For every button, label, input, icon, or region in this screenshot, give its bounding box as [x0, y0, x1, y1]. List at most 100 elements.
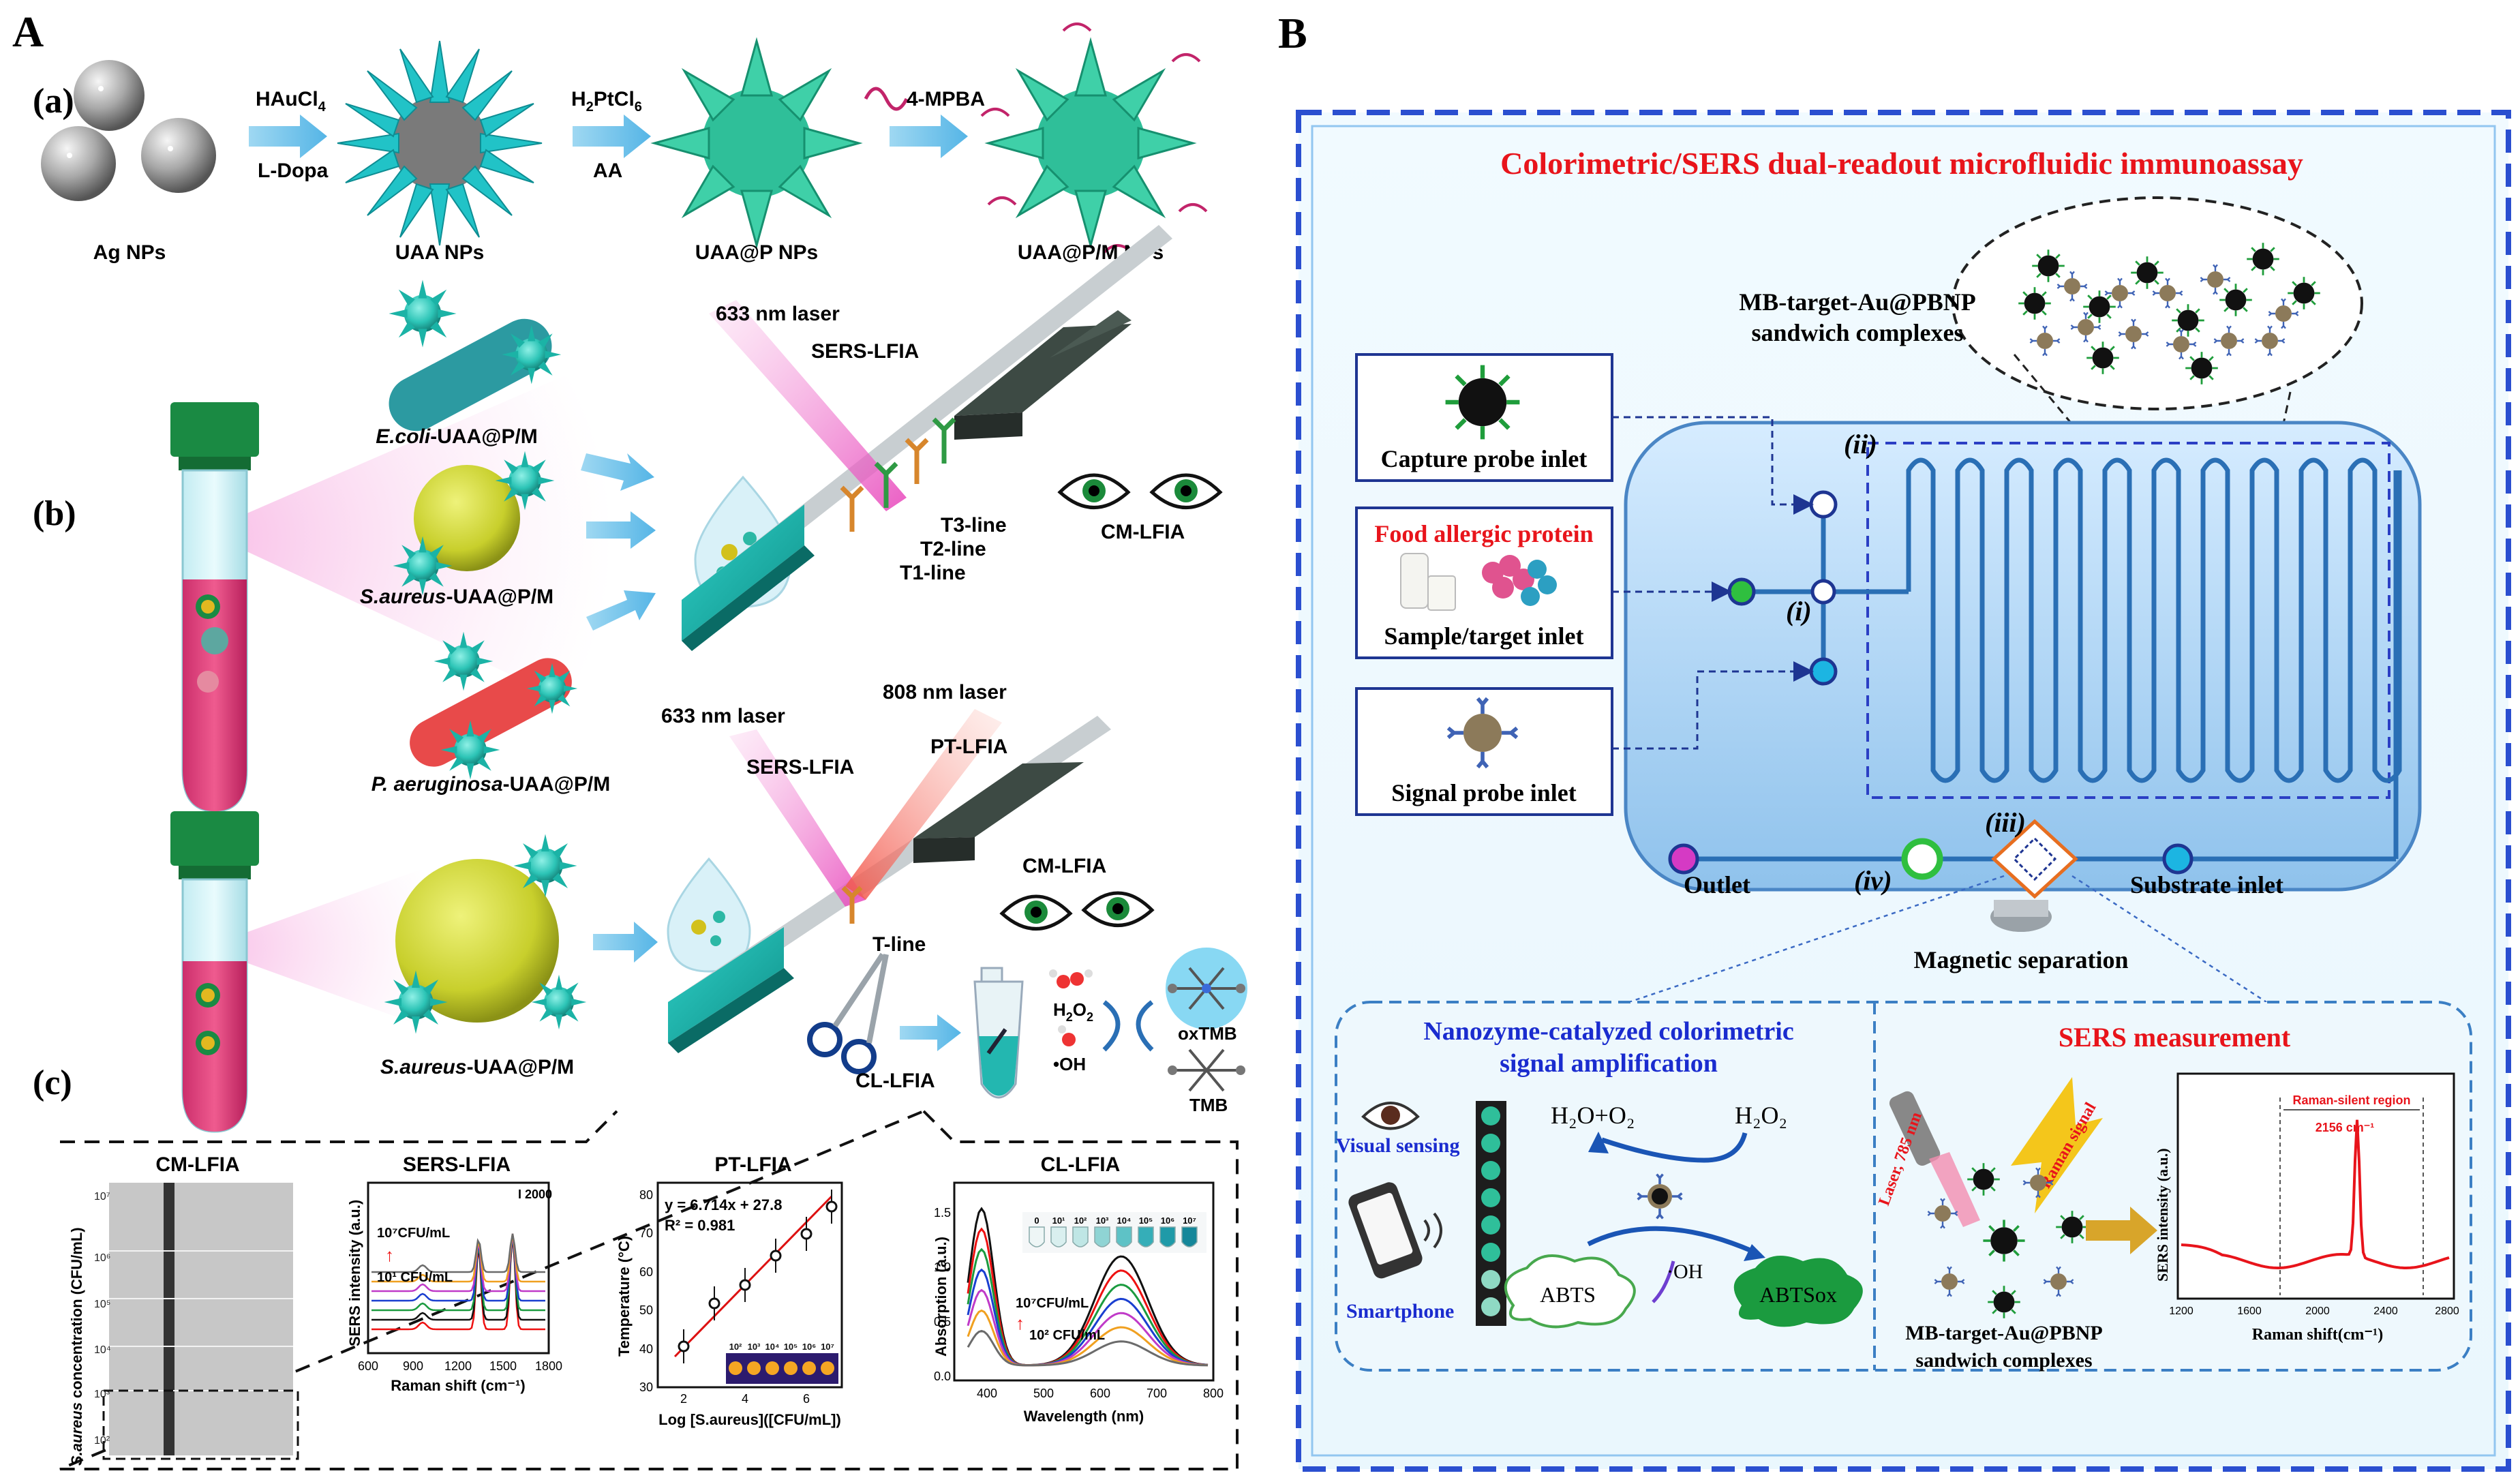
- label-cm-lower: CM-LFIA: [1022, 855, 1106, 877]
- cm-tick: 10³: [94, 1389, 110, 1400]
- cl-vial-label: 10⁶: [1161, 1215, 1174, 1226]
- panel-a-letter: A: [12, 7, 44, 56]
- raman-spectrum-chart: Raman-silent region 2156 cm⁻¹ SERS inten…: [2154, 1072, 2459, 1344]
- abts-cloud: [1504, 1254, 1636, 1329]
- capture-probe-icon: [1966, 1162, 2001, 1197]
- scissors-icon: [807, 952, 889, 1074]
- complex-label-2: sandwich complexes: [1751, 319, 1963, 346]
- capture-inlet-box: [1355, 353, 1613, 482]
- capture-probe-icon: [2245, 241, 2281, 277]
- capture-probe-icon: [2017, 286, 2052, 321]
- cl-vial: [1138, 1226, 1154, 1247]
- sers-curve: [371, 1233, 545, 1292]
- color-well-strip: [1476, 1101, 1506, 1326]
- complex-label-1: MB-target-Au@PBNP: [1739, 288, 1975, 316]
- eyes-icon-top: [1057, 473, 1223, 509]
- droplet-lower: [667, 857, 751, 973]
- complex2-label-1: MB-target-Au@PBNP: [1905, 1322, 2103, 1344]
- label-abts: ABTS: [1540, 1282, 1596, 1307]
- cl-ytick: 1.0: [934, 1260, 951, 1274]
- pt-ytick: 50: [639, 1303, 653, 1317]
- cl-vial: [1094, 1226, 1110, 1247]
- pt-xtick: 6: [803, 1392, 810, 1406]
- label-capture-inlet: Capture probe inlet: [1381, 445, 1588, 472]
- pt-xtick: 4: [742, 1392, 748, 1406]
- sers-label-bottom: 10¹ CFU/mL: [377, 1270, 453, 1285]
- raman-xtick: 2800: [2435, 1305, 2459, 1317]
- zoom-lines-c: [59, 1109, 1239, 1470]
- cl-xtick: 400: [977, 1387, 997, 1400]
- pt-xticks: 2 4 6: [680, 1392, 810, 1406]
- sers-curve: [371, 1233, 545, 1273]
- pt-lfia-chart: PT-LFIA y = 6.714x + 27.8 R² = 0.981 10²…: [616, 1153, 843, 1428]
- cm-lfia-chart: CM-LFIA S.aureus concentration (CFU/mL) …: [68, 1153, 299, 1466]
- label-pt-lower: PT-LFIA: [930, 736, 1007, 758]
- sers-ylabel: SERS intensity (a.u.): [346, 1200, 363, 1346]
- arrow-step2: [573, 115, 651, 158]
- cm-tick: 10⁴: [94, 1344, 111, 1356]
- serpentine-channel: [1906, 457, 2402, 783]
- pt-point: [678, 1340, 690, 1352]
- sers-xtick: 1200: [444, 1359, 472, 1373]
- arrow-step3: [864, 87, 968, 158]
- capture-probe-icon: [2286, 275, 2322, 311]
- thermal-label: 10⁵: [784, 1342, 798, 1352]
- thermal-label: 10²: [729, 1342, 742, 1352]
- cl-vial: [1116, 1226, 1132, 1247]
- laser-beam-633-lower: [729, 729, 866, 907]
- cl-vial: [1050, 1226, 1067, 1247]
- cl-vial-label: 10⁴: [1117, 1215, 1132, 1226]
- thermal-label: 10⁴: [765, 1342, 780, 1352]
- cl-curve: [967, 1268, 1209, 1367]
- cl-xtick: 700: [1147, 1387, 1167, 1400]
- junction: [1810, 579, 1836, 605]
- cl-vial-label: 10⁵: [1139, 1215, 1153, 1226]
- chip-base-shadow: [1990, 900, 2052, 932]
- cl-curve: [967, 1309, 1209, 1367]
- cl-vial-label: 10²: [1074, 1215, 1087, 1226]
- sers-title-b: SERS measurement: [2059, 1022, 2291, 1053]
- cm-tick: 10⁶: [94, 1252, 110, 1264]
- label-oxtmb: oxTMB: [1178, 1023, 1237, 1044]
- pt-title: PT-LFIA: [714, 1153, 791, 1176]
- cl-vial-label: 10⁷: [1183, 1215, 1196, 1226]
- substrate-port: [2162, 843, 2193, 875]
- saureus-conjugate-2: [384, 834, 587, 1034]
- cm-ticks: 10⁷ 10⁶ 10⁵ 10⁴ 10³ 10²: [94, 1191, 111, 1447]
- label-uaa-p-nps: UAA@P NPs: [695, 241, 818, 264]
- label-t2: T2-line: [920, 538, 986, 560]
- sers-title: SERS-LFIA: [403, 1153, 511, 1176]
- capture-probe-icon: [1986, 1284, 2022, 1320]
- arrow-to-spectrum: [2086, 1207, 2157, 1254]
- signal-inlet-box: [1355, 687, 1613, 816]
- oxtmb-molecule: [1166, 948, 1247, 1029]
- pt-point: [739, 1279, 751, 1291]
- capture-probe-icon: [1982, 1218, 2026, 1263]
- sers-xtick: 600: [358, 1359, 378, 1373]
- sample-tube-1: [170, 354, 613, 813]
- raman-xtick: 1200: [2169, 1305, 2193, 1317]
- cl-ytick: 0.0: [934, 1370, 951, 1383]
- raman-xtick: 2000: [2305, 1305, 2330, 1317]
- label-sample-inlet: Sample/target inlet: [1384, 622, 1584, 650]
- label-saureus: S.aureus-UAA@P/M: [360, 586, 553, 608]
- raman-ylabel: SERS intensity (a.u.): [2154, 1148, 2171, 1282]
- label-h2o2-a: H2O2: [1053, 999, 1093, 1024]
- sers-xlabel: Raman shift (cm⁻¹): [391, 1377, 525, 1394]
- cl-curve: [967, 1288, 1209, 1367]
- label-visual-sensing: Visual sensing: [1336, 1134, 1459, 1157]
- outlet-port: [1668, 843, 1699, 875]
- saureus-conjugate: [393, 451, 555, 596]
- nano-title-1: Nanozyme-catalyzed colorimetric: [1423, 1017, 1793, 1046]
- capture-probe-icon: [2054, 1209, 2090, 1245]
- raman-xlabel: Raman shift(cm⁻¹): [2252, 1326, 2384, 1344]
- cl-ylabel: Absorption (a.u.): [932, 1237, 950, 1357]
- pt-ylabel: Temperature (°C): [616, 1236, 633, 1357]
- laser-beam-808: [845, 709, 1002, 900]
- sers-xtick: 1800: [535, 1359, 562, 1373]
- sers-lfia-chart: SERS-LFIA 10⁷CFU/mL ↑ 10¹ CFU/mL I 2000 …: [346, 1153, 562, 1394]
- uaa-p-np: [650, 37, 863, 249]
